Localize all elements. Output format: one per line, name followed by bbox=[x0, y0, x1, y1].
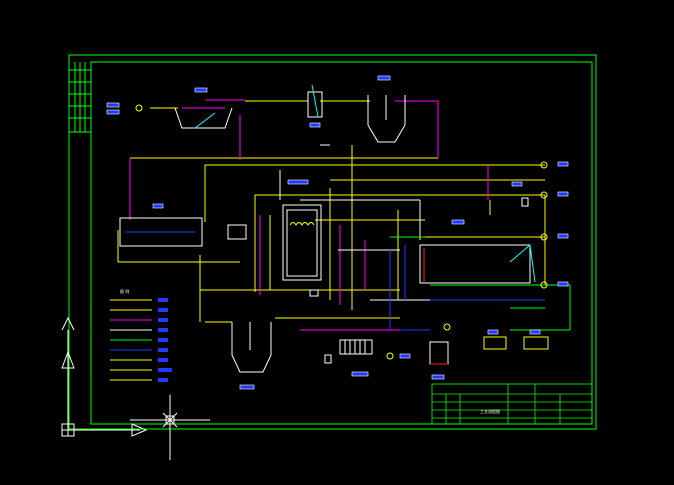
secondary-settling-unit bbox=[419, 244, 536, 284]
reactor-unit bbox=[282, 204, 322, 281]
pipe-network bbox=[117, 99, 571, 331]
crosshair-cursor-icon bbox=[130, 395, 210, 460]
grit-chamber-unit bbox=[174, 107, 233, 129]
legend-heading: 图 例 bbox=[120, 288, 129, 294]
aeration-tank-unit bbox=[119, 217, 203, 247]
blower-units bbox=[483, 336, 549, 350]
pump-symbols bbox=[135, 104, 548, 360]
filter-press-unit bbox=[339, 339, 373, 355]
equipment-group bbox=[119, 84, 549, 373]
legend: 图 例 bbox=[110, 288, 172, 382]
sludge-thickener-unit bbox=[231, 322, 272, 373]
title-block: 工艺流程图 bbox=[431, 383, 593, 425]
equipment-tags bbox=[106, 75, 569, 390]
title-block-drawing-title: 工艺流程图 bbox=[480, 408, 500, 414]
primary-clarifier-unit bbox=[367, 95, 406, 143]
valve-symbols bbox=[227, 197, 529, 364]
drawing-frame bbox=[68, 54, 597, 430]
chemical-tank-unit bbox=[429, 341, 449, 365]
ucs-axis-icon bbox=[61, 316, 148, 437]
dosing-tank-unit bbox=[307, 84, 323, 118]
